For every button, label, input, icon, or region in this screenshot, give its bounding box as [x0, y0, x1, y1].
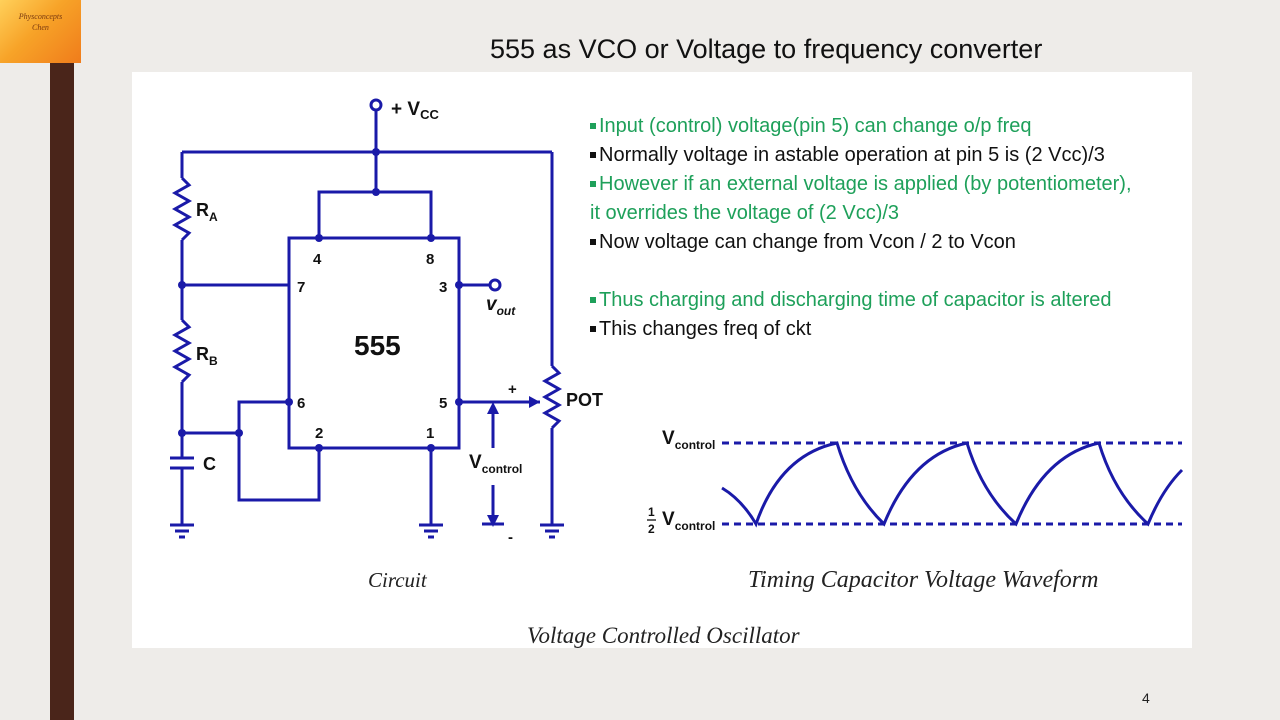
bullet-item: Input (control) voltage(pin 5) can chang… — [590, 112, 1132, 141]
svg-text:6: 6 — [297, 395, 305, 412]
chip-label: 555 — [354, 330, 401, 361]
svg-text:4: 4 — [313, 251, 322, 268]
waveform-half-vcontrol-label: 1 2 Vcontrol — [647, 505, 715, 536]
vcontrol-circuit-label: Vcontrol — [469, 452, 522, 476]
circuit-wires — [170, 110, 563, 526]
svg-text:1: 1 — [426, 425, 434, 442]
capacitor-label: C — [203, 454, 216, 474]
svg-text:8: 8 — [426, 251, 434, 268]
waveform-caption: Timing Capacitor Voltage Waveform — [748, 567, 1098, 593]
pin-numbers: 4 8 7 3 6 5 2 1 — [297, 251, 447, 442]
vcc-label: + VCC — [391, 99, 439, 122]
vout-terminal — [488, 278, 502, 292]
slide-title: 555 as VCO or Voltage to frequency conve… — [490, 34, 1043, 64]
waveform-vcontrol-label: Vcontrol — [662, 428, 715, 452]
rb-label: RB — [196, 344, 218, 368]
svg-text:3: 3 — [439, 279, 447, 296]
bullet-item: Normally voltage in astable operation at… — [590, 141, 1132, 170]
chip-555 — [287, 236, 461, 450]
logo-line-2: Chen — [32, 23, 49, 32]
figure-panel — [132, 72, 1192, 648]
bullet-item: However if an external voltage is applie… — [590, 170, 1132, 199]
logo-line-1: Physconcepts — [18, 12, 63, 21]
vcontrol-arrow-down — [487, 515, 499, 527]
vcc-terminal — [369, 98, 383, 112]
pot-wiper-arrow — [529, 396, 540, 408]
junction-dots — [178, 148, 463, 452]
bullet-list: Input (control) voltage(pin 5) can chang… — [590, 112, 1132, 344]
waveform-reference-lines — [722, 441, 1182, 526]
bullet-item: This changes freq of ckt — [590, 315, 1132, 344]
waveform-curve — [721, 441, 1184, 528]
page-number: 4 — [1142, 690, 1150, 706]
logo: Physconcepts Chen — [0, 0, 81, 63]
pot-label: POT — [566, 390, 603, 410]
ra-label: RA — [196, 200, 218, 224]
ground-symbols — [170, 523, 564, 539]
svg-text:2: 2 — [648, 522, 655, 536]
bullet-item: Now voltage can change from Vcon / 2 to … — [590, 228, 1132, 257]
figure-caption: Voltage Controlled Oscillator — [527, 623, 801, 648]
vout-label: vout — [486, 294, 516, 318]
plus-label: + — [508, 381, 517, 398]
svg-text:1: 1 — [648, 505, 655, 519]
svg-text:2: 2 — [315, 425, 323, 442]
minus-label: - — [508, 529, 513, 546]
bullet-continuation: it overrides the voltage of (2 Vcc)/3 — [590, 202, 900, 224]
bullet-item: Thus charging and discharging time of ca… — [590, 286, 1132, 315]
svg-text:5: 5 — [439, 395, 447, 412]
svg-text:Vcontrol: Vcontrol — [662, 509, 715, 533]
vcontrol-arrow-up — [487, 402, 499, 414]
svg-text:7: 7 — [297, 279, 305, 296]
circuit-caption: Circuit — [368, 568, 428, 592]
side-bar — [50, 63, 74, 720]
